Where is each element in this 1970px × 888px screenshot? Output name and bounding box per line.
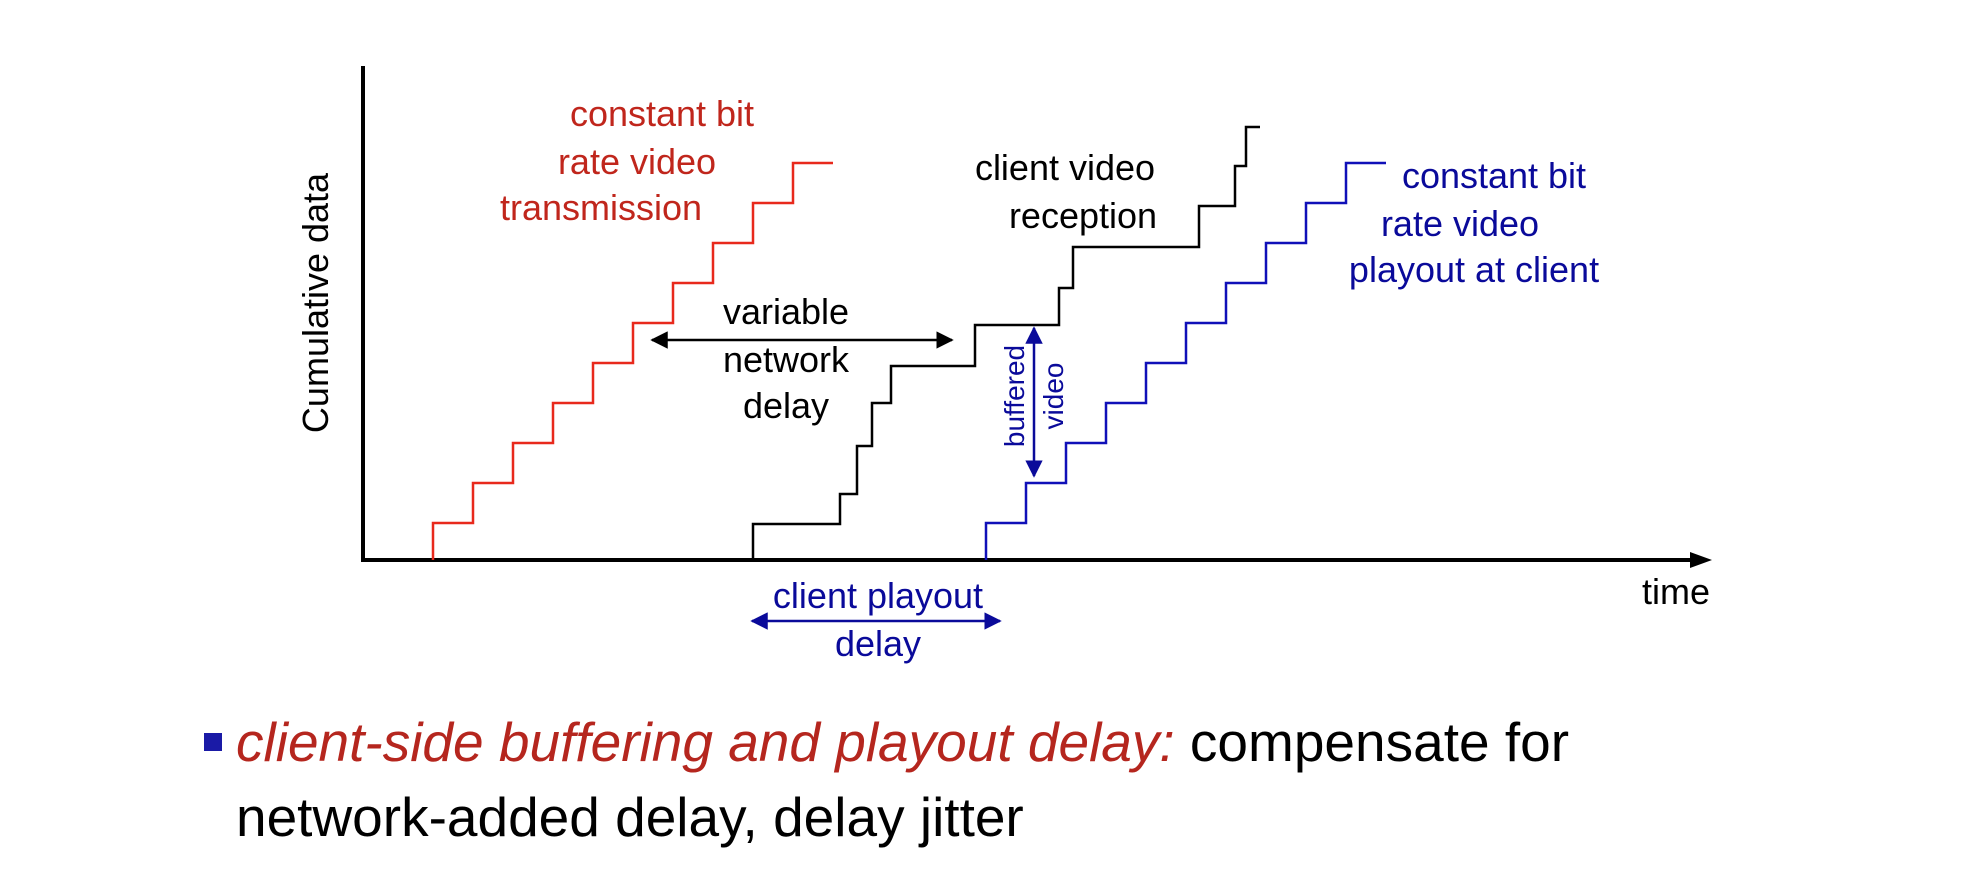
- playout-label-line: playout at client: [1349, 249, 1599, 290]
- streaming-buffer-diagram: Cumulative data time constant bit rate v…: [295, 66, 1712, 664]
- network-delay-label-line: network: [723, 339, 850, 380]
- transmission-label-line: rate video: [558, 141, 716, 182]
- reception-label-line: reception: [1009, 195, 1157, 236]
- transmission-label: constant bit rate video transmission: [500, 93, 754, 228]
- buffered-video-label-line: video: [1038, 363, 1069, 430]
- network-delay-label-line: delay: [743, 385, 829, 426]
- network-delay-label: variable network delay: [723, 291, 850, 426]
- reception-curve: [751, 125, 1260, 560]
- transmission-label-line: transmission: [500, 187, 702, 228]
- bullet-text-line1: compensate for: [1174, 711, 1570, 773]
- bullet-point: client-side buffering and playout delay:…: [204, 705, 1904, 855]
- reception-label: client video reception: [975, 147, 1157, 236]
- client-playout-delay-label: client playout delay: [773, 575, 983, 664]
- playout-label: constant bit rate video playout at clien…: [1349, 155, 1599, 290]
- bullet-text: client-side buffering and playout delay:…: [236, 705, 1904, 855]
- bullet-marker: [204, 733, 222, 751]
- y-axis-label: Cumulative data: [295, 172, 336, 433]
- x-axis-label: time: [1642, 571, 1710, 612]
- buffered-video-label-line: buffered: [999, 345, 1030, 447]
- playout-label-line: constant bit: [1402, 155, 1586, 196]
- bullet-emphasis: client-side buffering and playout delay:: [236, 711, 1175, 773]
- bullet-text-line2: network-added delay, delay jitter: [236, 786, 1024, 848]
- x-axis-arrowhead: [1690, 552, 1712, 568]
- client-playout-delay-label-line: delay: [835, 623, 921, 664]
- playout-curve: [984, 161, 1386, 560]
- playout-label-line: rate video: [1381, 203, 1539, 244]
- transmission-label-line: constant bit: [570, 93, 754, 134]
- transmission-curve: [431, 161, 833, 560]
- reception-label-line: client video: [975, 147, 1155, 188]
- network-delay-label-line: variable: [723, 291, 849, 332]
- buffered-video-label: buffered video: [999, 345, 1069, 447]
- client-playout-delay-label-line: client playout: [773, 575, 983, 616]
